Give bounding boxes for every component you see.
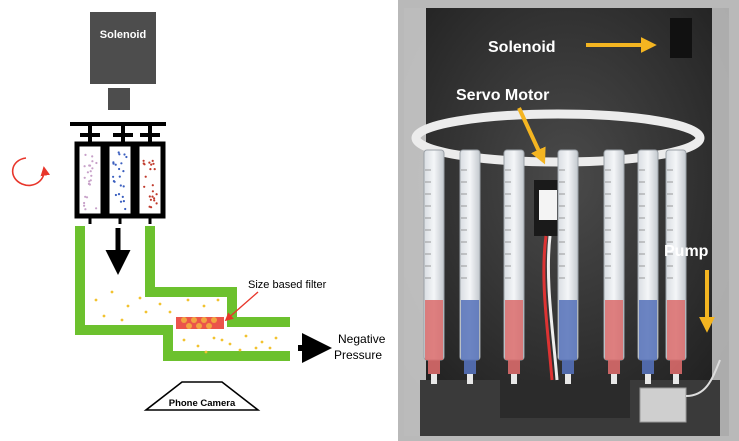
syringe-tube — [423, 149, 445, 384]
particle — [102, 314, 106, 318]
particle — [158, 302, 162, 306]
syringe — [134, 141, 166, 224]
particle — [220, 338, 224, 342]
schematic-diagram: Solenoid — [11, 12, 386, 411]
servo-pointer-arrow-icon — [517, 107, 546, 165]
particle — [274, 336, 278, 340]
photo-pump-label: Pump — [664, 243, 709, 260]
solenoid-plunger — [108, 88, 130, 110]
photo-solenoid-label: Solenoid — [488, 39, 556, 56]
outlet-label-line2: Pressure — [334, 348, 382, 362]
particle — [138, 296, 142, 300]
syringe-plungers — [70, 122, 166, 148]
syringe-tube — [665, 149, 687, 384]
particle — [212, 336, 216, 340]
solenoid-block: Solenoid — [90, 12, 156, 110]
syringe-tube — [557, 149, 579, 384]
particle — [110, 290, 114, 294]
outlet-label-line1: Negative — [338, 332, 386, 346]
camera-label: Phone Camera — [169, 398, 236, 409]
syringe — [74, 141, 106, 224]
solenoid-device — [670, 18, 692, 58]
particle — [144, 310, 148, 314]
filter-pointer-arrow-icon — [224, 291, 259, 322]
particle — [254, 346, 258, 350]
particle — [260, 340, 264, 344]
syringe-tube — [459, 149, 481, 384]
particle — [268, 346, 272, 350]
photo-servo-label: Servo Motor — [456, 87, 549, 104]
particle — [196, 344, 200, 348]
particle — [202, 304, 206, 308]
solenoid-label: Solenoid — [100, 29, 146, 41]
solenoid-body — [90, 12, 156, 84]
filter-label: Size based filter — [248, 279, 327, 291]
syringe-tube — [603, 149, 625, 384]
size-filter — [176, 317, 224, 329]
particle — [216, 298, 220, 302]
particle — [120, 318, 124, 322]
device-photo: Solenoid Servo Motor Pump — [398, 0, 739, 441]
rotation-arrow-icon — [11, 157, 50, 187]
syringe-tubes — [423, 149, 687, 384]
particle — [182, 338, 186, 342]
particle — [244, 334, 248, 338]
syringe — [104, 141, 136, 224]
particle — [228, 342, 232, 346]
particle — [238, 348, 242, 352]
particle — [126, 304, 130, 308]
channel-wall-inner — [145, 226, 290, 327]
phone-camera: Phone Camera — [143, 381, 261, 411]
particle — [186, 298, 190, 302]
syringe-group — [74, 141, 166, 224]
particle — [168, 310, 172, 314]
particle — [94, 298, 98, 302]
particles — [94, 290, 278, 354]
channel-wall-outer — [75, 226, 290, 361]
particle — [204, 350, 208, 354]
syringe-tube — [503, 149, 525, 384]
pump-body — [639, 387, 687, 423]
syringe-tube — [637, 149, 659, 384]
